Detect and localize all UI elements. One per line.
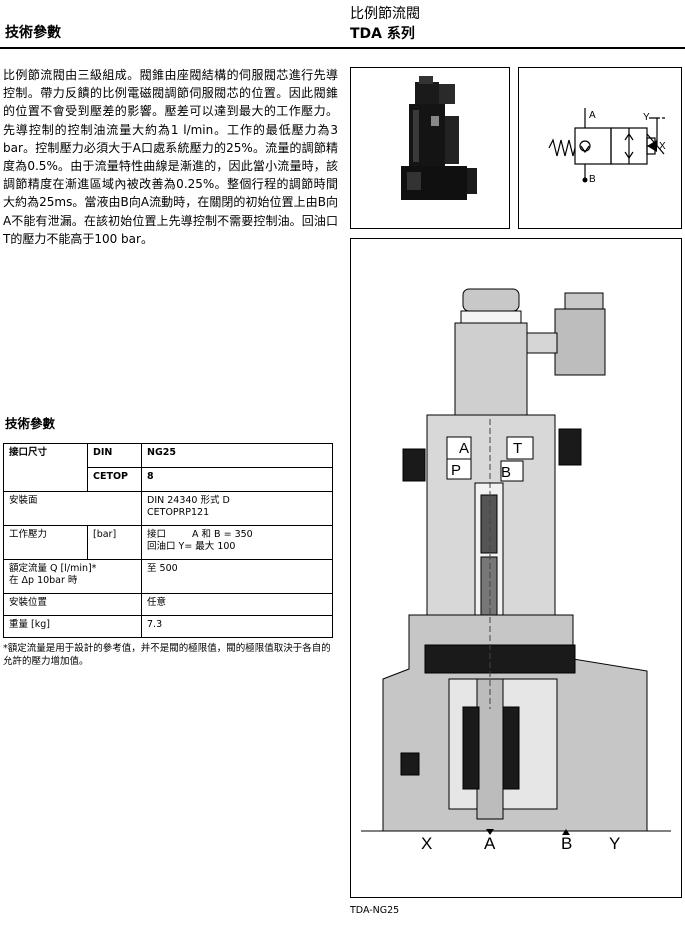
symbol-label-x: X — [659, 141, 666, 152]
hydraulic-symbol: A B Y X — [518, 67, 682, 229]
section-label-t: T — [513, 440, 522, 457]
spec-value: 8 — [141, 467, 333, 492]
table-row: 接口尺寸 DIN NG25 — [3, 443, 333, 492]
spec-label: 接口尺寸 — [3, 443, 88, 492]
spec-table: 接口尺寸 DIN NG25 CETOP 8 安裝面 DIN 24340 形式 D… — [3, 443, 333, 638]
document-title: 比例節流閥 — [350, 6, 420, 22]
spec-label-line: 額定流量 Q [l/min]* — [9, 563, 97, 574]
spec-value: DIN 24340 形式 D CETOPRP121 — [141, 491, 333, 526]
valve-cross-section: A T P B X A B Y — [361, 288, 671, 853]
spec-label: 安裝位置 — [3, 593, 142, 616]
spec-value: NG25 — [141, 443, 333, 468]
table-row: 額定流量 Q [l/min]* 在 Δp 10bar 時 至 500 — [3, 559, 333, 594]
symbol-label-b: B — [589, 174, 596, 185]
hydraulic-symbol-drawing: A B Y X — [548, 108, 666, 185]
table-row: 安裝位置 任意 — [3, 593, 333, 616]
section-label-a: A — [459, 440, 469, 457]
footnote: *額定流量是用于設計的參考值，并不是閥的極限值，閥的極限值取決于各自的允許的壓力… — [3, 643, 331, 667]
port-label-y: Y — [609, 834, 620, 853]
port-label-a: A — [484, 834, 496, 853]
spec-sublabel: DIN — [87, 443, 142, 468]
pressure-port-label: 接口 — [147, 529, 167, 540]
spec-value: 接口 A 和 B = 350 回油口 Y= 最大 100 — [141, 525, 333, 560]
product-photo — [350, 67, 510, 229]
table-row: 重量 [kg] 7.3 — [3, 615, 333, 638]
header-divider — [0, 47, 685, 49]
document-header: 比例節流閥 TDA 系列 — [350, 4, 420, 44]
spec-label-line: 在 Δp 10bar 時 — [9, 575, 78, 586]
description-paragraph: 比例節流閥由三級組成。閥錐由座閥結構的伺服閥芯進行先導控制。帶力反饋的比例電磁閥… — [3, 68, 338, 246]
pressure-port-value: A 和 B = 350 — [192, 529, 253, 540]
spec-label: 安裝面 — [3, 491, 142, 526]
table-row: 工作壓力 [bar] 接口 A 和 B = 350 回油口 Y= 最大 100 — [3, 525, 333, 560]
port-label-b: B — [561, 834, 572, 853]
spec-unit: [bar] — [87, 525, 142, 560]
spec-value-line: CETOPRP121 — [147, 507, 210, 518]
spec-label: 工作壓力 — [3, 525, 88, 560]
spec-value: 任意 — [141, 593, 333, 616]
spec-value: 7.3 — [141, 615, 333, 638]
spec-label: 額定流量 Q [l/min]* 在 Δp 10bar 時 — [3, 559, 142, 594]
spec-value-line: DIN 24340 形式 D — [147, 495, 230, 506]
sectional-drawing: A T P B X A B Y — [350, 238, 682, 898]
spec-value-line: 接口 A 和 B = 350 — [147, 529, 327, 541]
port-label-x: X — [421, 834, 432, 853]
document-subtitle: TDA 系列 — [350, 26, 415, 42]
section-label-b: B — [501, 464, 511, 481]
spec-section-title: 技術參數 — [5, 416, 56, 431]
figure-caption: TDA-NG25 — [350, 905, 400, 916]
spec-sublabel: CETOP — [87, 467, 142, 492]
valve-photo-illustration — [401, 76, 477, 200]
spec-label: 重量 [kg] — [3, 615, 142, 638]
symbol-label-a: A — [589, 110, 596, 121]
spec-value-line: 回油口 Y= 最大 100 — [147, 541, 236, 552]
section-heading: 技術參數 — [5, 25, 61, 41]
spec-value: 至 500 — [141, 559, 333, 594]
section-label-p: P — [451, 462, 461, 479]
symbol-label-y: Y — [643, 112, 650, 123]
table-row: 安裝面 DIN 24340 形式 D CETOPRP121 — [3, 491, 333, 526]
